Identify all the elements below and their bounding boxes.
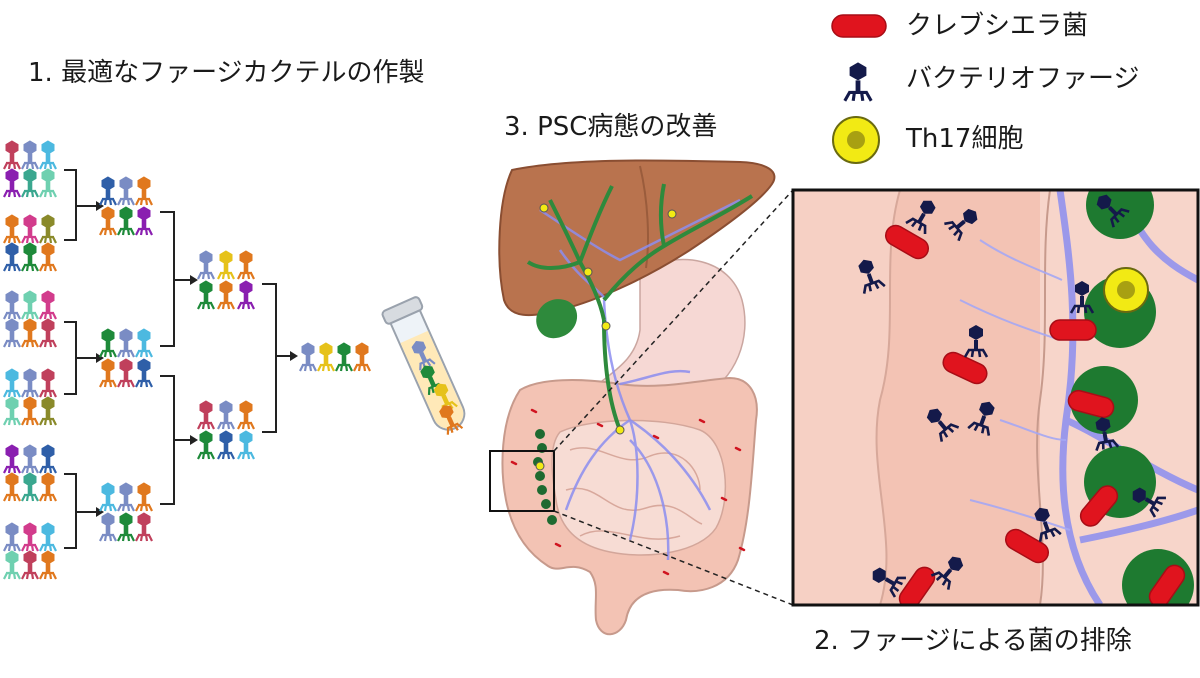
- liver: [498, 159, 776, 317]
- zoom-inset: [791, 188, 1200, 607]
- legend-phage-label: バクテリオファージ: [906, 64, 1140, 94]
- step3-title: 3. PSC病態の改善: [504, 112, 718, 142]
- phage-group: [2, 139, 58, 581]
- klebsiella-legend-icon: [831, 14, 887, 38]
- test-tube: [381, 296, 466, 436]
- legend: [831, 14, 887, 164]
- legend-klebsiella-label: クレブシエラ菌: [906, 11, 1089, 41]
- step1-title: 1. 最適なファージカクテルの作製: [28, 58, 425, 88]
- final-phage-cocktail: [298, 341, 372, 373]
- legend-th17-label: Th17細胞: [906, 124, 1024, 154]
- phage-cocktail-tree: [2, 139, 372, 581]
- liver-and-intestine: [498, 159, 776, 636]
- step2-title: 2. ファージによる菌の排除: [814, 626, 1132, 656]
- th17-legend-icon: [832, 116, 880, 164]
- phage-legend-icon: [843, 60, 873, 103]
- zoom-source-box: [489, 450, 555, 512]
